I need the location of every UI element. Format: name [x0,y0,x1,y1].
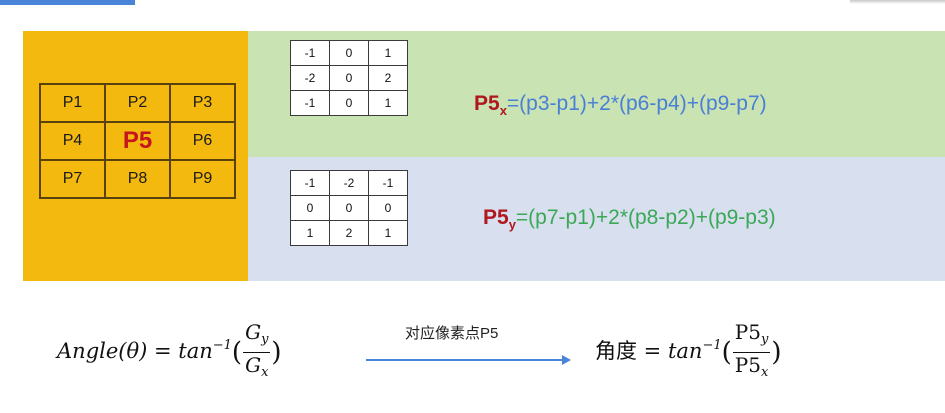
kernel-cell: 0 [329,90,369,116]
pixel-grid: P1 P2 P3 P4 P5 P6 P7 P8 P9 [39,83,236,199]
formula-y-rhs: =(p7-p1)+2*(p8-p2)+(p9-p3) [515,206,776,229]
kernel-cell: 2 [368,65,408,91]
angle-right-exponent: −1 [702,338,722,353]
arrow-label: 对应像素点P5 [405,325,499,342]
kernel-cell: 1 [290,220,330,246]
formula-x-subscript: x [499,103,507,118]
pixel-cell: P1 [39,83,106,123]
pixel-cell: P2 [104,83,171,123]
formula-x-rhs: =(p3-p1)+2*(p6-p4)+(p9-p7) [506,92,767,115]
angle-prefix: Angle(θ) = tan [57,339,213,363]
kernel-cell: 0 [368,195,408,221]
kernel-cell: 1 [368,220,408,246]
kernel-cell: -1 [290,170,330,196]
kernel-cell: -2 [329,170,369,196]
kernel-cell: 2 [329,220,369,246]
kernel-cell: 0 [329,65,369,91]
kernel-cell: -1 [290,90,330,116]
sobel-kernel-y: -1 -2 -1 0 0 0 1 2 1 [290,170,408,246]
pixel-cell: P8 [104,159,171,199]
right-denominator: P5 [734,353,761,377]
top-right-fragment [850,0,945,4]
kernel-cell: 1 [368,40,408,66]
formula-y-lhs: P5 [483,206,509,229]
gradient-x-formula: P5x=(p3-p1)+2*(p6-p4)+(p9-p7) [474,92,767,118]
kernel-cell: 0 [329,195,369,221]
angle-exponent: −1 [212,338,232,353]
kernel-cell: -1 [290,40,330,66]
formula-x-lhs: P5 [474,92,500,115]
kernel-cell: -1 [368,170,408,196]
sobel-kernel-x: -1 0 1 -2 0 2 -1 0 1 [290,40,408,116]
pixel-cell: P3 [169,83,236,123]
kernel-cell: 0 [329,40,369,66]
angle-cn-label: 角度 [595,339,637,363]
angle-right-mid: = tan [637,339,703,363]
gradient-y-formula: P5y=(p7-p1)+2*(p8-p2)+(p9-p3) [483,206,776,232]
right-numerator: P5 [734,320,761,344]
fraction-numerator: G [245,320,262,344]
formula-y-subscript: y [508,217,516,232]
fraction-denominator-sub: x [261,365,269,380]
top-accent-bar [0,0,135,5]
kernel-cell: 1 [368,90,408,116]
pixel-cell: P4 [39,121,106,161]
right-numerator-sub: y [760,332,769,347]
right-denominator-sub: x [760,365,769,380]
kernel-cell: -2 [290,65,330,91]
right-arrow-icon [366,355,571,365]
pixel-cell: P6 [169,121,236,161]
fraction-denominator: G [245,353,262,377]
pixel-cell-center: P5 [104,121,171,161]
fraction-numerator-sub: y [261,332,269,347]
pixel-cell: P9 [169,159,236,199]
pixel-cell: P7 [39,159,106,199]
kernel-cell: 0 [290,195,330,221]
